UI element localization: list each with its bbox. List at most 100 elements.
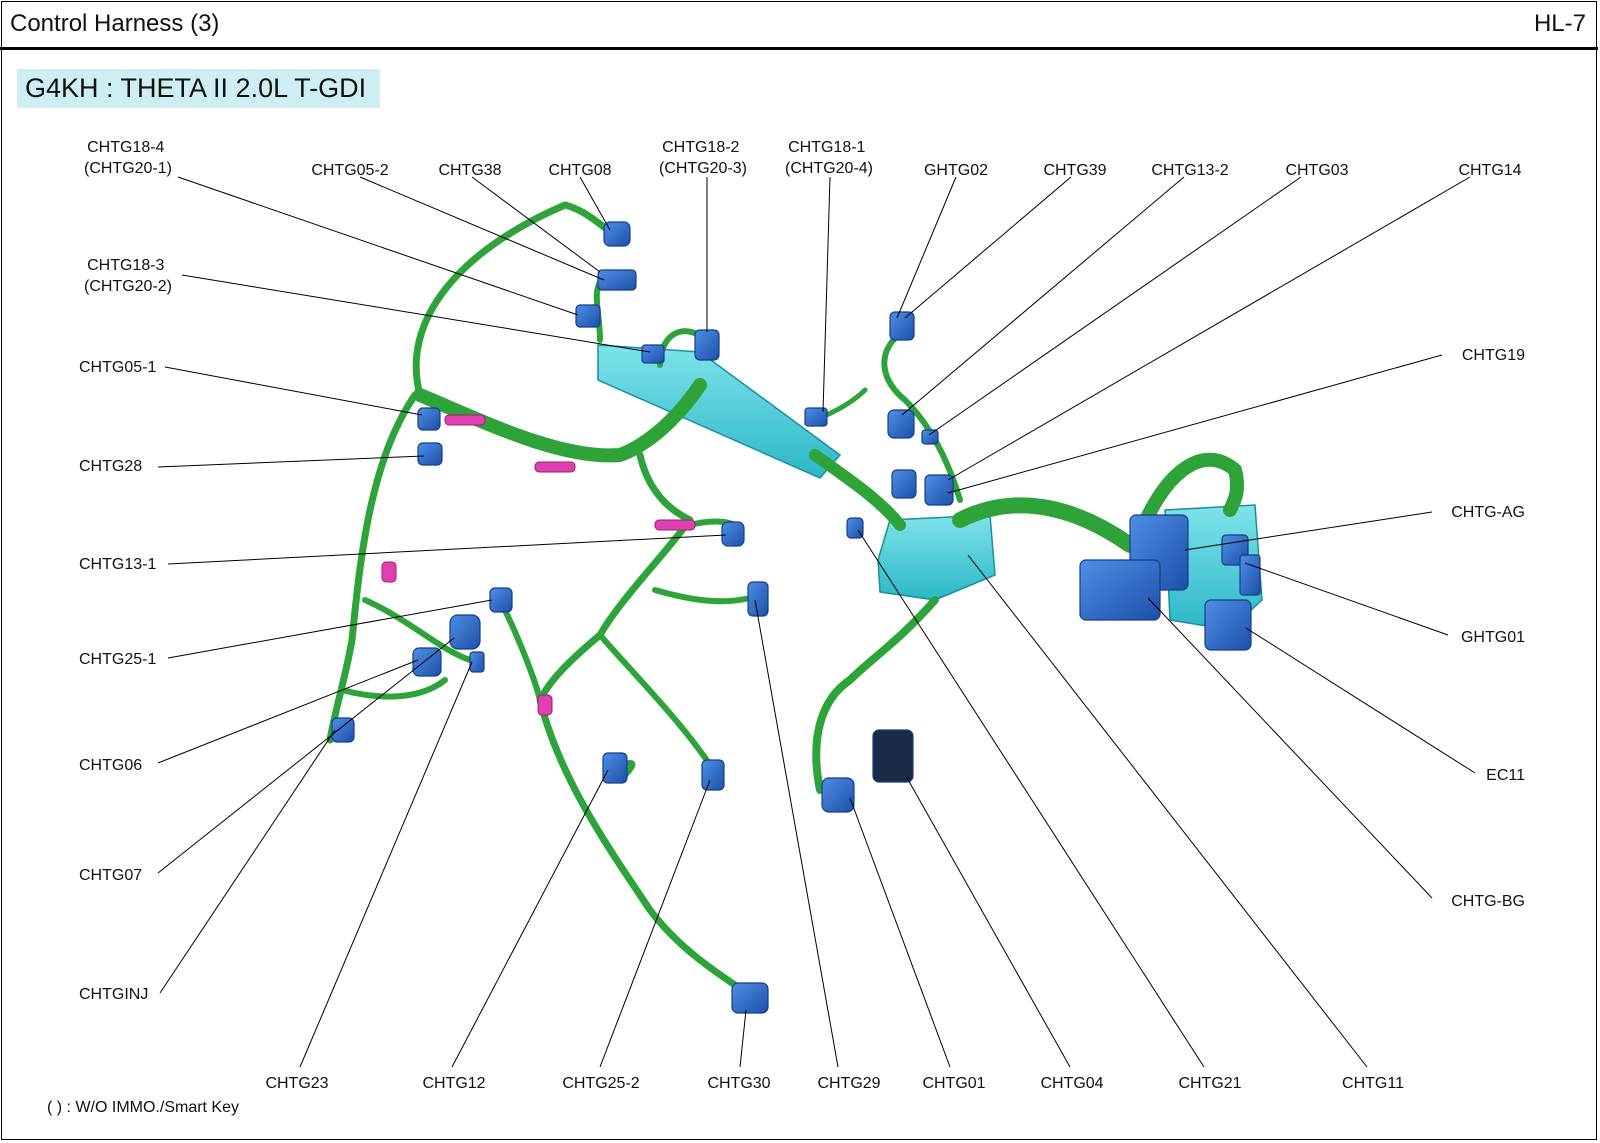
page-header: Control Harness (3) HL-7 [0, 0, 1598, 50]
leader-ghtg02 [896, 176, 957, 319]
leader-chtg38 [471, 176, 601, 273]
connector-labels: CHTG18-4 (CHTG20-1) CHTG05-2 CHTG38 CHTG… [79, 139, 1525, 1092]
wire-center-down [536, 451, 694, 704]
label-chtg38: CHTG38 [438, 162, 501, 179]
leader-chtg14 [947, 176, 1471, 481]
wire-top-right [881, 327, 963, 503]
label-chtg21: CHTG21 [1178, 1075, 1241, 1092]
leader-chtg-bg [1147, 597, 1433, 899]
connector-chtg14 [891, 469, 917, 499]
label-chtg13-2: CHTG13-2 [1151, 162, 1228, 179]
connector-chtg38 [597, 269, 637, 291]
label-chtg12: CHTG12 [422, 1075, 485, 1092]
label-chtg11: CHTG11 [1342, 1075, 1404, 1092]
page-title: Control Harness (3) [10, 10, 220, 37]
wire-trunk-module [952, 497, 1138, 553]
label-chtg-ag: CHTG-AG [1451, 504, 1525, 521]
leader-chtg-ag [1184, 511, 1433, 551]
label-chtg-bg: CHTG-BG [1451, 893, 1525, 910]
wire-lower-right [812, 596, 939, 794]
wire-center-side [597, 632, 713, 768]
leader-chtg08 [579, 176, 611, 231]
clip-1 [444, 414, 486, 426]
connector-chtg21 [846, 517, 864, 539]
connector-chtg13-2 [921, 429, 939, 445]
label-chtginj: CHTGINJ [79, 986, 148, 1003]
wire-left-branch [362, 597, 473, 663]
label-chtg01: CHTG01 [922, 1075, 985, 1092]
leader-chtg21 [857, 529, 1205, 1068]
engine-badge: G4KH : THETA II 2.0L T-GDI [17, 69, 381, 108]
connector-chtg18-1 [804, 407, 828, 427]
label-chtg07: CHTG07 [79, 867, 142, 884]
connector-chtg18-4 [575, 304, 601, 328]
clip-3 [654, 519, 696, 531]
label-chtg18-1: CHTG18-1 (CHTG20-4) [785, 139, 873, 177]
leader-chtg03 [928, 176, 1302, 436]
connectors [331, 221, 1261, 1014]
connector-chtg28 [417, 442, 443, 466]
leader-chtg18-1 [822, 176, 831, 413]
connector-chtg30 [731, 982, 769, 1014]
connector-chtg25-2 [701, 759, 725, 791]
leader-ec11 [1245, 627, 1476, 774]
connector-chtg07 [449, 614, 481, 650]
connector-chtg13-1 [721, 521, 745, 547]
label-chtg23: CHTG23 [265, 1075, 328, 1092]
leader-chtg18-4 [177, 176, 579, 316]
clip-5 [537, 694, 553, 716]
connector-chtginj [331, 717, 355, 743]
leader-chtg06 [157, 659, 419, 764]
wire-module-loop [1133, 452, 1245, 542]
connector-chtg18-2 [694, 329, 720, 361]
connector-ghtg01 [1239, 554, 1261, 596]
label-chtg14: CHTG14 [1458, 162, 1521, 179]
leader-chtg11 [967, 554, 1368, 1068]
label-chtg06: CHTG06 [79, 757, 142, 774]
label-chtg05-2: CHTG05-2 [311, 162, 388, 179]
label-chtg18-4: CHTG18-4 (CHTG20-1) [84, 139, 172, 177]
connector-chtg18-3 [641, 344, 665, 364]
label-chtg19: CHTG19 [1462, 347, 1525, 364]
leader-chtg29 [754, 599, 839, 1068]
leader-chtg05-2 [359, 176, 605, 281]
wire-to-chtg25-1 [497, 597, 543, 703]
footnote: ( ) : W/O IMMO./Smart Key [47, 1099, 239, 1116]
label-chtg25-1: CHTG25-1 [79, 651, 156, 668]
label-chtg03: CHTG03 [1285, 162, 1348, 179]
leader-chtg12 [451, 769, 609, 1068]
leader-chtg18-3 [181, 274, 651, 353]
connector-chtg03 [924, 474, 954, 506]
leader-chtg05-1 [164, 366, 423, 416]
connector-chtg25-1 [489, 587, 513, 613]
main-bracket [597, 344, 842, 479]
label-ghtg01: GHTG01 [1461, 629, 1525, 646]
wire-left-loop [412, 201, 619, 399]
label-chtg39: CHTG39 [1043, 162, 1106, 179]
leader-chtg01 [849, 797, 951, 1068]
harness-clips [381, 414, 696, 716]
leader-chtg19 [947, 354, 1443, 494]
wire-to-chtg29 [652, 587, 753, 605]
connector-chtg12 [602, 752, 628, 784]
connector-chtg29 [747, 581, 769, 617]
wire-left-down [326, 391, 419, 744]
clip-4 [381, 561, 397, 583]
label-chtg04: CHTG04 [1040, 1075, 1103, 1092]
leader-chtg39 [904, 176, 1072, 319]
leader-chtg28 [157, 455, 425, 468]
label-chtg18-3: CHTG18-3 (CHTG20-2) [84, 257, 172, 295]
connector-ec11 [1204, 599, 1252, 651]
label-ec11: EC11 [1486, 767, 1525, 784]
connector-chtg04 [872, 729, 914, 783]
leader-chtg13-2 [901, 176, 1185, 416]
leader-ghtg01 [1244, 562, 1449, 636]
label-chtg28: CHTG28 [79, 458, 142, 475]
label-chtg30: CHTG30 [707, 1075, 770, 1092]
label-chtg05-1: CHTG05-1 [79, 359, 156, 376]
label-chtg29: CHTG29 [817, 1075, 880, 1092]
label-chtg13-1: CHTG13-1 [79, 556, 156, 573]
label-chtg18-2: CHTG18-2 (CHTG20-3) [659, 139, 747, 177]
